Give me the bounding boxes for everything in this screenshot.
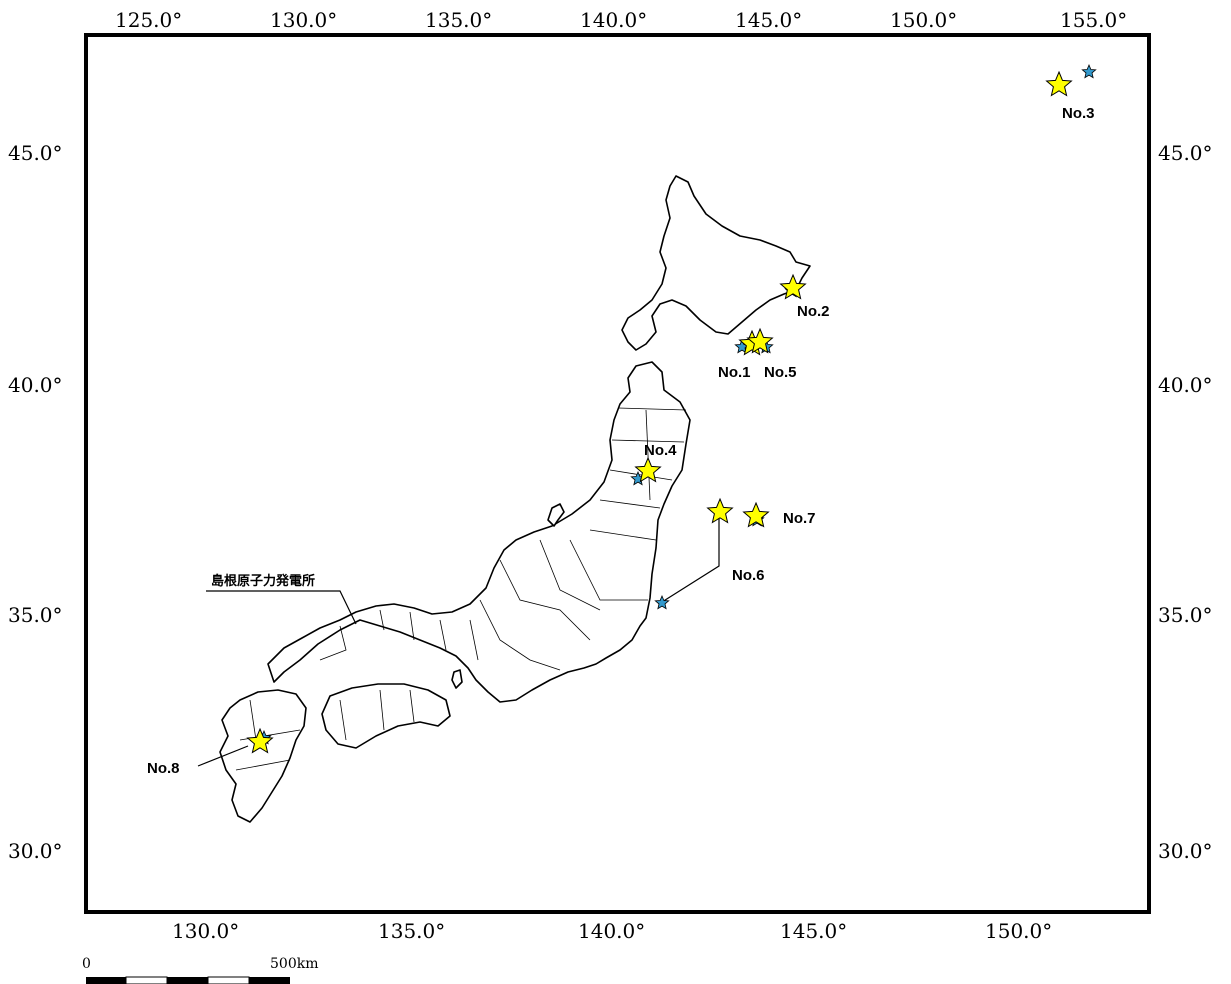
nuclear-plant-label: 島根原子力発電所 bbox=[211, 573, 315, 589]
top-lon-tick: 135.0° bbox=[425, 8, 492, 32]
scale-start-label: 0 bbox=[82, 956, 91, 972]
right-lat-tick: 30.0° bbox=[1158, 839, 1213, 863]
bottom-longitude-ticks: 130.0° 135.0° 140.0° 145.0° 150.0° bbox=[172, 919, 1052, 943]
large-yellow-star-icon bbox=[706, 497, 734, 524]
scale-segment bbox=[249, 977, 290, 984]
right-lat-tick: 35.0° bbox=[1158, 603, 1213, 627]
shikoku-landmass bbox=[321, 683, 451, 749]
top-longitude-ticks: 125.0° 130.0° 135.0° 140.0° 145.0° 150.0… bbox=[115, 8, 1127, 32]
left-lat-tick: 40.0° bbox=[8, 373, 63, 397]
small-blue-star-icon bbox=[1081, 63, 1097, 79]
bottom-lon-tick: 150.0° bbox=[985, 919, 1052, 943]
right-lat-tick: 40.0° bbox=[1158, 373, 1213, 397]
event-labels: No.1 No.2 No.3 No.4 No.5 No.6 No.7 No.8 bbox=[147, 105, 1095, 777]
event-label-no7: No.7 bbox=[783, 510, 816, 527]
plant-leader-line bbox=[206, 590, 357, 625]
event-label-no5: No.5 bbox=[764, 364, 797, 381]
sado-island bbox=[547, 503, 565, 527]
hokkaido-landmass bbox=[621, 175, 811, 351]
large-star-markers bbox=[246, 70, 1073, 754]
event-label-no2: No.2 bbox=[797, 303, 830, 320]
scale-segment bbox=[207, 976, 250, 984]
event-label-no4: No.4 bbox=[644, 442, 677, 459]
top-lon-tick: 150.0° bbox=[890, 8, 957, 32]
small-blue-star-icon bbox=[654, 594, 670, 610]
scale-segment bbox=[86, 977, 126, 984]
right-lat-tick: 45.0° bbox=[1158, 141, 1213, 165]
scale-segment bbox=[125, 976, 168, 984]
large-yellow-star-icon bbox=[1045, 70, 1073, 97]
left-lat-tick: 45.0° bbox=[8, 141, 63, 165]
event-label-no3: No.3 bbox=[1062, 105, 1095, 122]
left-lat-tick: 35.0° bbox=[8, 603, 63, 627]
bottom-lon-tick: 135.0° bbox=[378, 919, 445, 943]
event-label-no1: No.1 bbox=[718, 364, 751, 381]
bottom-lon-tick: 140.0° bbox=[578, 919, 645, 943]
scale-end-label: 500km bbox=[270, 956, 318, 972]
large-yellow-star-icon bbox=[746, 327, 774, 354]
leader-lines bbox=[197, 512, 720, 767]
top-lon-tick: 140.0° bbox=[580, 8, 647, 32]
large-yellow-star-icon bbox=[246, 727, 274, 754]
large-yellow-star-icon bbox=[634, 456, 662, 483]
kyushu-landmass bbox=[219, 689, 307, 823]
bottom-lon-tick: 145.0° bbox=[780, 919, 847, 943]
awaji-island bbox=[451, 669, 463, 689]
prefecture-boundaries bbox=[235, 407, 687, 771]
top-lon-tick: 145.0° bbox=[735, 8, 802, 32]
event-label-no6: No.6 bbox=[732, 567, 765, 584]
landmass-group bbox=[219, 175, 811, 823]
honshu-landmass bbox=[267, 361, 691, 703]
no8-leader-line bbox=[197, 745, 249, 767]
event-label-no8: No.8 bbox=[147, 760, 180, 777]
top-lon-tick: 130.0° bbox=[270, 8, 337, 32]
scale-bar: 0 500km bbox=[82, 956, 318, 984]
left-lat-tick: 30.0° bbox=[8, 839, 63, 863]
top-lon-tick: 155.0° bbox=[1060, 8, 1127, 32]
large-yellow-star-icon bbox=[742, 501, 770, 528]
scale-segment bbox=[167, 977, 208, 984]
large-yellow-star-icon bbox=[779, 273, 807, 300]
left-latitude-ticks: 45.0° 40.0° 35.0° 30.0° bbox=[8, 141, 63, 863]
bottom-lon-tick: 130.0° bbox=[172, 919, 239, 943]
top-lon-tick: 125.0° bbox=[115, 8, 182, 32]
no6-leader-line bbox=[661, 512, 720, 603]
right-latitude-ticks: 45.0° 40.0° 35.0° 30.0° bbox=[1158, 141, 1213, 863]
